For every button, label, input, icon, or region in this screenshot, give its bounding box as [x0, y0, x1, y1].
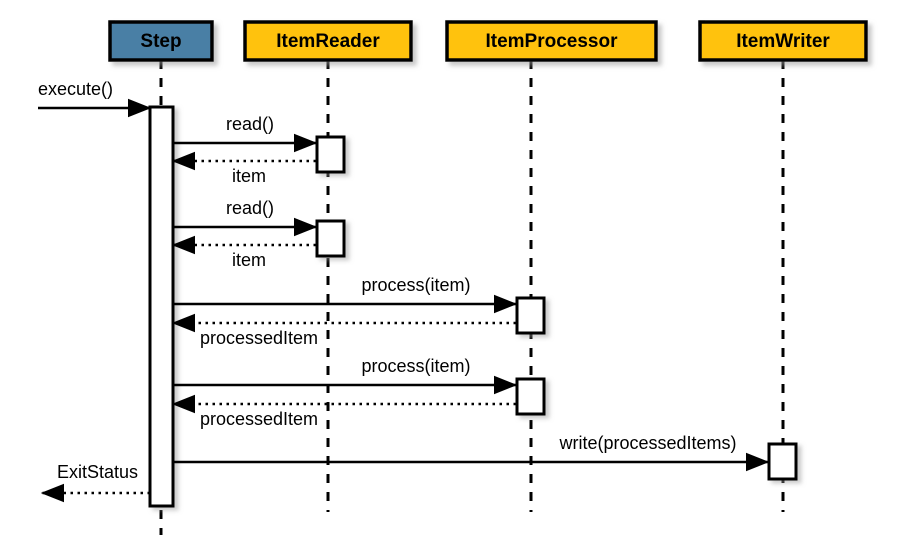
participant-box-itemreader[interactable]	[243, 20, 413, 62]
message-label-msg-process-1: process(item)	[361, 275, 470, 295]
activation-bar-processor-activation-1	[515, 296, 546, 335]
message-msg-item-2: item	[171, 235, 316, 270]
participant-itemprocessor[interactable]: ItemProcessor	[445, 20, 658, 62]
activation-bar-reader-activation-2	[315, 219, 346, 258]
participant-itemreader[interactable]: ItemReader	[243, 20, 413, 62]
message-msg-exitstatus: ExitStatus	[40, 462, 150, 503]
message-msg-execute: execute()	[38, 79, 152, 118]
participant-box-step[interactable]	[108, 20, 214, 62]
message-msg-read-1: read()	[173, 114, 318, 153]
participant-itemwriter[interactable]: ItemWriter	[698, 20, 868, 62]
activation-bar-processor-activation-2	[515, 377, 546, 416]
participant-step[interactable]: Step	[108, 20, 214, 62]
participant-headers-layer: Step ItemReader ItemProcessor ItemWriter	[108, 20, 868, 62]
message-msg-processeditem-1: processedItem	[171, 313, 516, 348]
participant-label-itemwriter: ItemWriter	[736, 31, 830, 52]
message-label-msg-item-2: item	[232, 250, 266, 270]
activations-layer	[148, 105, 798, 508]
participant-box-itemwriter[interactable]	[698, 20, 868, 62]
participant-label-itemreader: ItemReader	[276, 31, 380, 52]
participant-box-itemprocessor[interactable]	[445, 20, 658, 62]
participant-label-itemprocessor: ItemProcessor	[485, 31, 618, 52]
message-label-msg-processeditem-2: processedItem	[200, 409, 318, 429]
message-label-msg-process-2: process(item)	[361, 356, 470, 376]
message-label-msg-read-2: read()	[226, 198, 274, 218]
message-label-msg-read-1: read()	[226, 114, 274, 134]
message-label-msg-processeditem-1: processedItem	[200, 328, 318, 348]
message-msg-process-1: process(item)	[173, 275, 518, 314]
messages-layer: execute() read() item read() item process(ite…	[38, 79, 770, 503]
message-msg-processeditem-2: processedItem	[171, 394, 516, 429]
participant-label-step: Step	[140, 31, 181, 52]
message-label-msg-execute: execute()	[38, 79, 113, 99]
message-msg-item-1: item	[171, 151, 316, 186]
activation-bar-step-activation	[148, 105, 175, 508]
message-msg-process-2: process(item)	[173, 356, 518, 395]
message-label-msg-exitstatus: ExitStatus	[57, 462, 138, 482]
message-label-msg-item-1: item	[232, 166, 266, 186]
message-msg-read-2: read()	[173, 198, 318, 237]
message-msg-write: write(processedItems)	[173, 433, 770, 472]
activation-bar-writer-activation-1	[767, 442, 798, 481]
activation-bar-reader-activation-1	[315, 135, 346, 174]
message-label-msg-write: write(processedItems)	[558, 433, 736, 453]
